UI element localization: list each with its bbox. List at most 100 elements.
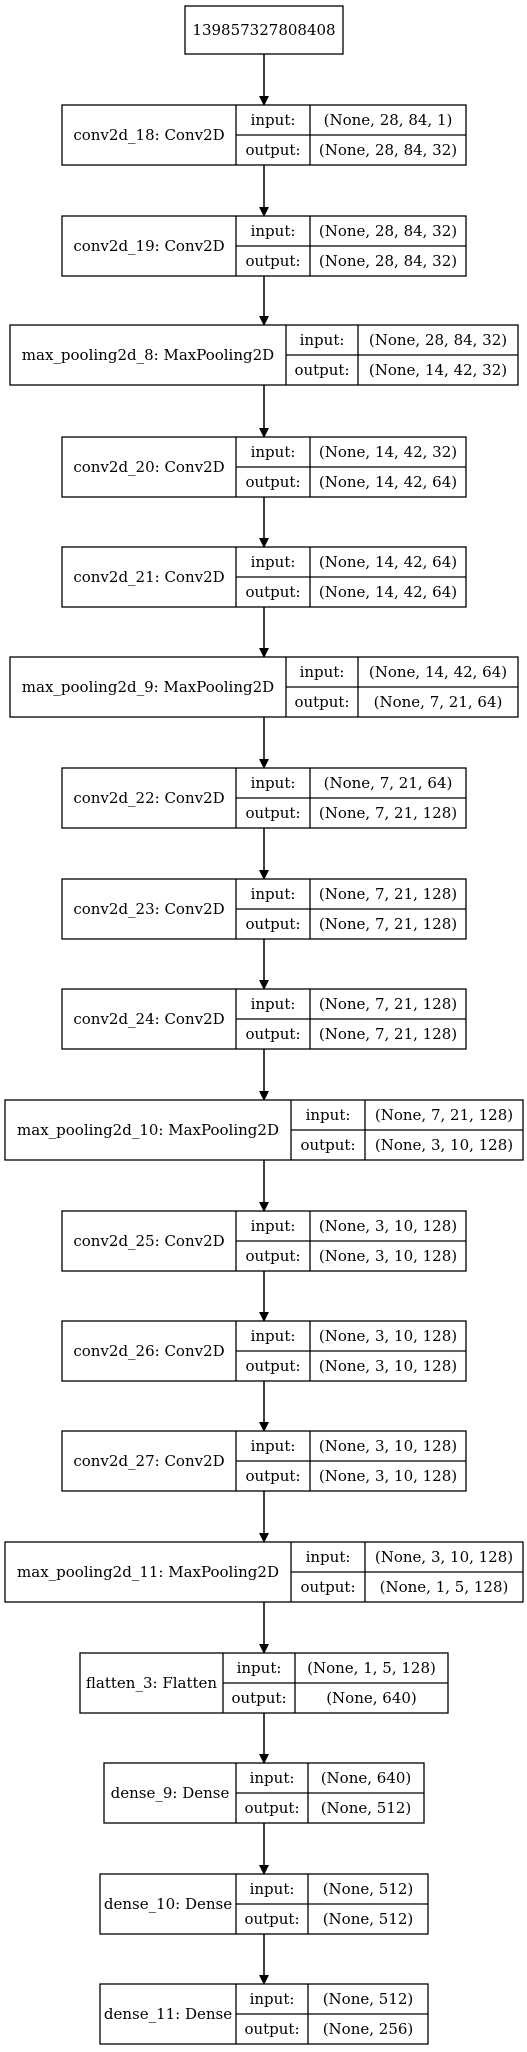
layer-name: conv2d_22: Conv2D <box>73 789 224 807</box>
output-shape: (None, 7, 21, 128) <box>319 1025 457 1043</box>
layer-node-max-pooling2d-9: max_pooling2d_9: MaxPooling2Dinput:outpu… <box>9 656 519 718</box>
layer-node-conv2d-27: conv2d_27: Conv2D input: output: (None, 3, … <box>61 1430 467 1492</box>
output-shape: (None, 3, 10, 128) <box>319 1357 457 1375</box>
input-shape: (None, 7, 21, 64) <box>324 774 453 792</box>
output-label: output: <box>245 1025 300 1043</box>
layer-node-conv2d-24: conv2d_24: Conv2D input: output: (None, 7, … <box>61 988 467 1050</box>
input-shape: (None, 512) <box>323 1880 414 1898</box>
output-label: output: <box>300 1578 355 1596</box>
layer-node-dense-10: dense_10: Dense input: output: (None, 512) (… <box>99 1873 429 1935</box>
input-shape: (None, 3, 10, 128) <box>319 1327 457 1345</box>
output-label: output: <box>300 1136 355 1154</box>
layer-node-conv2d-23: conv2d_23: Conv2D input: output: (None, 7, … <box>61 878 467 940</box>
output-shape: (None, 3, 10, 128) <box>319 1247 457 1265</box>
root-node-label: 139857327808408 <box>192 21 335 39</box>
input-shape: (None, 1, 5, 128) <box>307 1659 436 1677</box>
output-label: output: <box>245 583 300 601</box>
input-label: input: <box>251 1217 296 1235</box>
layer-node-dense-11: dense_11: Dense input: output: (None, 512) (… <box>99 1983 429 2045</box>
input-shape: (None, 7, 21, 128) <box>375 1106 513 1124</box>
layer-node-flatten-3: flatten_3: Flatten input: output: (None, 1,… <box>79 1652 449 1714</box>
input-label: input: <box>250 1769 295 1787</box>
output-shape: (None, 7, 21, 128) <box>319 915 457 933</box>
output-label: output: <box>294 361 349 379</box>
output-label: output: <box>245 473 300 491</box>
input-label: input: <box>300 331 345 349</box>
layer-name: conv2d_25: Conv2D <box>73 1232 224 1250</box>
input-label: input: <box>250 1990 295 2008</box>
input-label: input: <box>251 111 296 129</box>
layer-name: conv2d_21: Conv2D <box>73 568 224 586</box>
layer-name: dense_11: Dense <box>104 2005 232 2023</box>
layer-name: max_pooling2d_10: MaxPooling2D <box>17 1121 279 1139</box>
output-label: output: <box>244 1910 299 1928</box>
output-shape: (None, 256) <box>323 2020 414 2038</box>
layer-node-max-pooling2d-10: max_pooling2d_10: MaxPooling2Dinput:outp… <box>4 1099 524 1161</box>
input-shape: (None, 7, 21, 128) <box>319 995 457 1013</box>
input-shape: (None, 28, 84, 1) <box>324 111 453 129</box>
layer-name: flatten_3: Flatten <box>86 1674 217 1692</box>
output-shape: (None, 28, 84, 32) <box>319 141 457 159</box>
input-shape: (None, 14, 42, 64) <box>369 663 507 681</box>
output-shape: (None, 14, 42, 32) <box>369 361 507 379</box>
output-label: output: <box>294 693 349 711</box>
output-shape: (None, 28, 84, 32) <box>319 252 457 270</box>
layer-name: conv2d_20: Conv2D <box>73 458 224 476</box>
output-shape: (None, 640) <box>326 1689 417 1707</box>
output-label: output: <box>245 252 300 270</box>
layer-name: max_pooling2d_11: MaxPooling2D <box>17 1563 279 1581</box>
layer-node-conv2d-25: conv2d_25: Conv2D input: output: (None, 3, … <box>61 1210 467 1272</box>
layer-name: dense_10: Dense <box>104 1895 232 1913</box>
layer-node-dense-9: dense_9: Dense input: output: (None, 640) (N… <box>103 1762 425 1824</box>
input-label: input: <box>251 1327 296 1345</box>
layer-name: max_pooling2d_8: MaxPooling2D <box>22 346 274 364</box>
output-label: output: <box>245 1357 300 1375</box>
input-label: input: <box>251 885 296 903</box>
input-label: input: <box>251 222 296 240</box>
output-shape: (None, 512) <box>323 1910 414 1928</box>
input-label: input: <box>251 1437 296 1455</box>
output-label: output: <box>245 1247 300 1265</box>
layer-name: max_pooling2d_9: MaxPooling2D <box>22 678 274 696</box>
input-shape: (None, 3, 10, 128) <box>319 1217 457 1235</box>
input-shape: (None, 14, 42, 32) <box>319 443 457 461</box>
input-label: input: <box>237 1659 282 1677</box>
output-shape: (None, 7, 21, 128) <box>319 804 457 822</box>
output-label: output: <box>245 1467 300 1485</box>
root-node: 139857327808408 <box>184 5 344 55</box>
input-shape: (None, 512) <box>323 1990 414 2008</box>
output-shape: (None, 7, 21, 64) <box>374 693 503 711</box>
input-shape: (None, 3, 10, 128) <box>319 1437 457 1455</box>
layer-name: conv2d_24: Conv2D <box>73 1010 224 1028</box>
layer-name: conv2d_27: Conv2D <box>73 1452 224 1470</box>
layer-node-max-pooling2d-8: max_pooling2d_8: MaxPooling2D input: outpu… <box>9 324 519 386</box>
input-label: input: <box>251 774 296 792</box>
output-label: output: <box>245 915 300 933</box>
layer-name: conv2d_23: Conv2D <box>73 900 224 918</box>
input-label: input: <box>250 1880 295 1898</box>
output-label: output: <box>231 1689 286 1707</box>
input-shape: (None, 28, 84, 32) <box>369 331 507 349</box>
input-label: input: <box>251 995 296 1013</box>
layer-name: conv2d_26: Conv2D <box>73 1342 224 1360</box>
layer-name: dense_9: Dense <box>111 1784 230 1802</box>
output-shape: (None, 1, 5, 128) <box>380 1578 509 1596</box>
output-shape: (None, 14, 42, 64) <box>319 473 457 491</box>
output-shape: (None, 3, 10, 128) <box>319 1467 457 1485</box>
root-node-box <box>184 5 344 55</box>
output-label: output: <box>245 141 300 159</box>
input-label: input: <box>306 1548 351 1566</box>
input-shape: (None, 640) <box>321 1769 412 1787</box>
output-label: output: <box>244 2020 299 2038</box>
input-label: input: <box>251 443 296 461</box>
output-shape: (None, 512) <box>321 1799 412 1817</box>
input-label: input: <box>251 553 296 571</box>
input-shape: (None, 7, 21, 128) <box>319 885 457 903</box>
output-label: output: <box>244 1799 299 1817</box>
layer-node-max-pooling2d-11: max_pooling2d_11: MaxPooling2D input: outp… <box>4 1541 524 1603</box>
